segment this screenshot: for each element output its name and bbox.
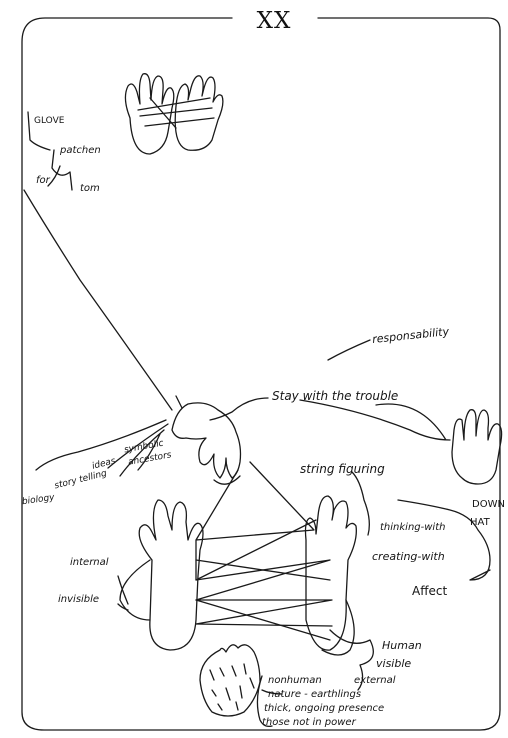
card-border bbox=[22, 18, 500, 730]
label-external: external bbox=[354, 676, 396, 686]
label-internal: internal bbox=[70, 558, 109, 568]
label-visible: visible bbox=[376, 658, 411, 669]
label-stay-with-the-trouble: Stay with the trouble bbox=[272, 390, 398, 402]
label-for: for bbox=[36, 176, 50, 186]
label-thick-presence: thick, ongoing presence bbox=[264, 704, 384, 714]
label-creating-with: creating-with bbox=[372, 551, 445, 562]
glove-hand-icon bbox=[172, 396, 241, 484]
label-those-not-in-power: those not in power bbox=[262, 718, 356, 728]
label-glove: GLOVE bbox=[34, 117, 64, 126]
string-figure-icon bbox=[120, 462, 356, 655]
label-nonhuman: nonhuman bbox=[268, 676, 322, 686]
label-down: DOWN bbox=[472, 500, 505, 510]
top-hands-icon bbox=[125, 74, 222, 154]
label-tom: tom bbox=[80, 184, 100, 194]
connector-glove bbox=[24, 190, 172, 410]
label-patchen: patchen bbox=[60, 146, 101, 156]
label-thinking-with: thinking-with bbox=[380, 523, 445, 533]
label-nature: nature - earthlings bbox=[268, 690, 361, 700]
label-string-figuring: string figuring bbox=[300, 463, 385, 475]
page-title: XX bbox=[240, 10, 308, 33]
label-invisible: invisible bbox=[58, 595, 99, 605]
label-hat: HAT bbox=[470, 518, 490, 528]
label-affect: Affect bbox=[412, 585, 447, 597]
label-human: Human bbox=[382, 640, 422, 651]
right-hand-icon bbox=[452, 410, 502, 484]
furry-creature-icon bbox=[200, 645, 260, 716]
